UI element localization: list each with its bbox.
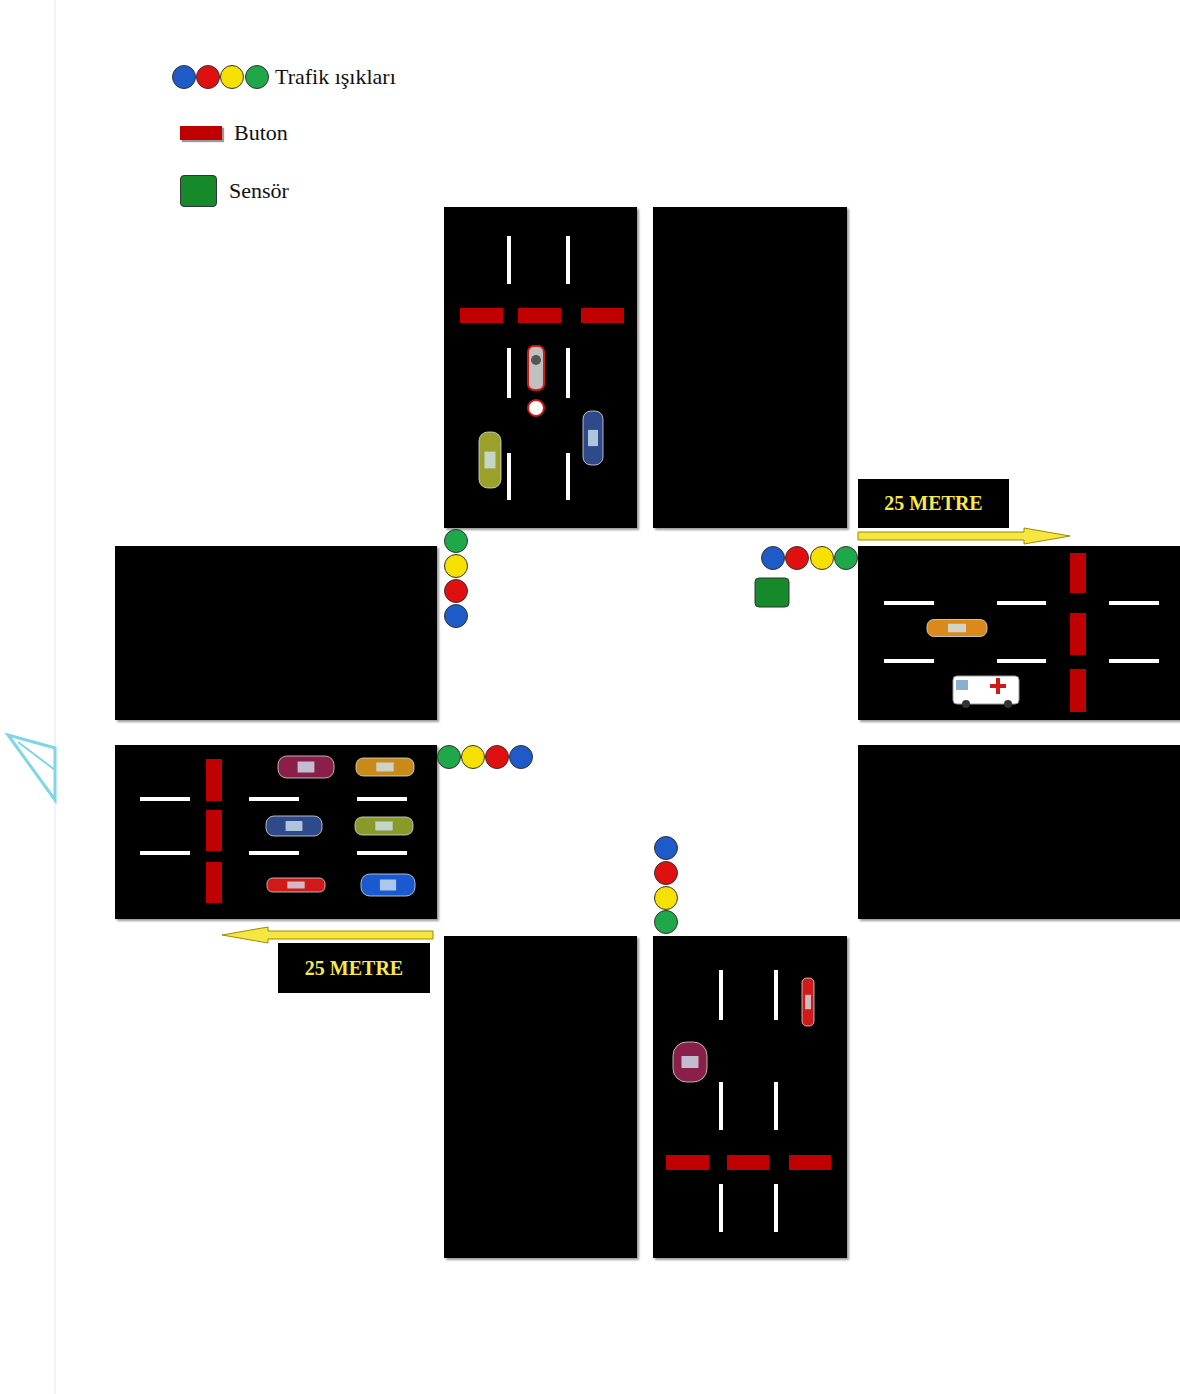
road-block [115, 546, 437, 720]
page-margin [55, 0, 56, 1394]
lane-dash [507, 236, 511, 284]
distance-label: 25 METRE [884, 492, 982, 515]
road-block [653, 936, 847, 1258]
lane-dash [884, 659, 934, 663]
push-button [666, 1155, 709, 1170]
lane-dash [507, 348, 511, 398]
road-block [115, 745, 437, 919]
legend-text: Trafik ışıkları [275, 64, 396, 90]
distance-arrow [858, 528, 1070, 544]
distance-label: 25 METRE [305, 957, 403, 980]
lane-dash [719, 1082, 723, 1130]
lane-dash [249, 797, 299, 801]
push-button [206, 810, 222, 851]
lane-dash [249, 851, 299, 855]
road-block [653, 207, 847, 528]
road-block [858, 546, 1180, 720]
push-button [518, 308, 561, 323]
road-block [444, 207, 637, 528]
lane-dash [140, 797, 190, 801]
push-button [460, 308, 503, 323]
lane-dash [1109, 601, 1159, 605]
legend-text: Sensör [229, 178, 289, 204]
lane-dash [997, 601, 1046, 605]
traffic-light [445, 530, 468, 628]
car [583, 411, 603, 465]
traffic-light [173, 66, 269, 89]
lane-dash [507, 453, 511, 500]
watermark [18, 742, 55, 770]
lane-dash [140, 851, 190, 855]
car [278, 756, 334, 778]
push-button [1070, 613, 1086, 655]
lane-dash [774, 1082, 778, 1130]
car [802, 978, 814, 1026]
push-button [1070, 669, 1086, 712]
legend-entry: Buton [180, 120, 288, 146]
legend-text: Buton [234, 120, 288, 146]
lane-dash [774, 970, 778, 1020]
car [267, 878, 325, 892]
car [266, 816, 322, 836]
distance-box: 25 METRE [278, 943, 430, 993]
push-button [206, 862, 222, 903]
traffic-light [655, 837, 678, 934]
distance-arrow [222, 927, 433, 943]
lane-dash [997, 659, 1046, 663]
button-swatch [180, 126, 222, 140]
lane-dash [566, 348, 570, 398]
sensor-swatch [180, 175, 217, 207]
car [479, 432, 501, 488]
road-block [858, 745, 1180, 919]
lane-dash [357, 851, 407, 855]
watermark [8, 735, 55, 800]
lane-dash [774, 1184, 778, 1232]
push-button [789, 1155, 831, 1170]
ambulance [953, 676, 1019, 708]
car [361, 874, 415, 896]
push-button [206, 759, 222, 801]
traffic-light [762, 547, 858, 570]
traffic-light [438, 746, 533, 769]
lane-dash [357, 797, 407, 801]
lane-dash [566, 453, 570, 500]
legend-entry: Sensör [180, 175, 289, 207]
push-button [581, 308, 624, 323]
distance-box: 25 METRE [858, 479, 1009, 528]
push-button [1070, 553, 1086, 593]
lane-dash [719, 970, 723, 1020]
car [927, 620, 987, 637]
legend-entry: Trafik ışıkları [275, 64, 396, 90]
car [356, 758, 414, 776]
lane-dash [719, 1184, 723, 1232]
lane-dash [566, 236, 570, 284]
road-block [444, 936, 637, 1258]
car [355, 817, 413, 835]
motorbike [528, 346, 544, 416]
car [673, 1042, 707, 1082]
lane-dash [1109, 659, 1159, 663]
sensor [755, 578, 789, 607]
lane-dash [884, 601, 934, 605]
push-button [727, 1155, 769, 1170]
